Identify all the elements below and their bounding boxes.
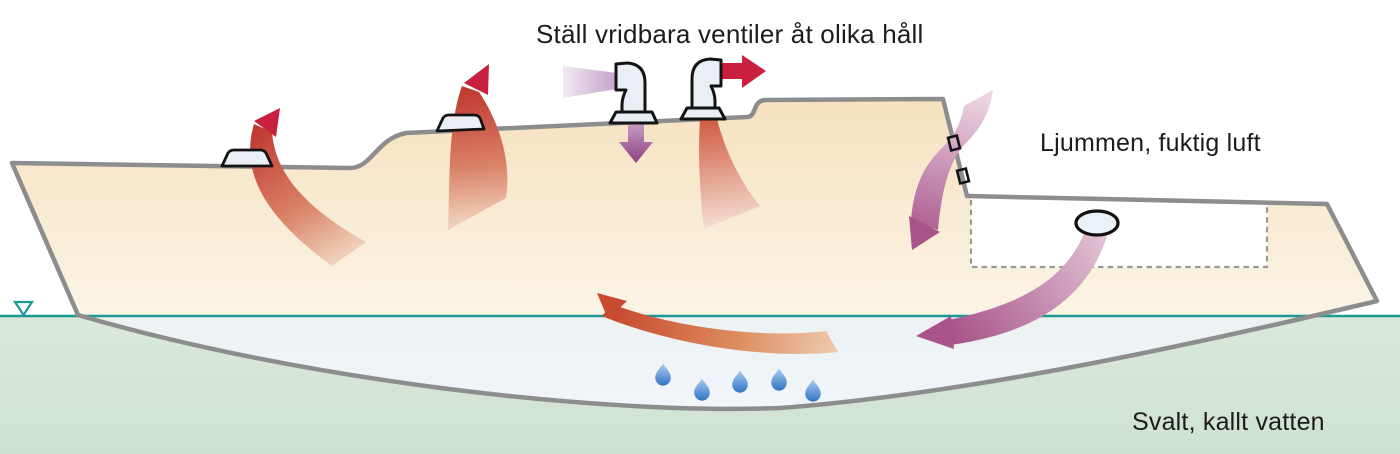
water-droplet [805,379,821,402]
mushroom-vent-mid-icon [435,113,486,133]
water-droplet [771,368,787,391]
cockpit-well [971,198,1267,267]
cowl-inflow-cone [699,119,760,229]
bow-vent-exhaust-arrow [250,108,366,266]
bilge-airflow-arrow [597,293,838,354]
companionway-airflow-arrow [909,90,993,250]
cowl-vent-right-icon [679,57,727,121]
water-droplet [732,370,748,393]
warm-air-label: Ljummen, fuktig luft [1040,129,1261,157]
mushroom-vent-bow-icon [220,148,274,168]
hull-outline [9,96,1380,412]
cockpit-well-dashed-border [969,200,1269,269]
cowl-vent-left-icon [608,61,659,125]
title-label: Ställ vridbara ventiler åt olika håll [536,19,924,49]
waterline-symbol-icon [12,300,35,318]
drain-airflow-arrow [916,229,1108,349]
cowl-exhaust-arrow [716,55,766,88]
companionway-slats-icon [946,134,971,185]
cold-water-label: Svalt, kallt vatten [1132,408,1325,436]
intake-air-wedge [563,66,617,98]
cockpit-drain-icon [1074,209,1120,237]
water-droplet [655,363,671,386]
condensation-droplets [655,363,821,402]
water-droplet [694,378,710,401]
down-draft-arrow [619,124,653,163]
